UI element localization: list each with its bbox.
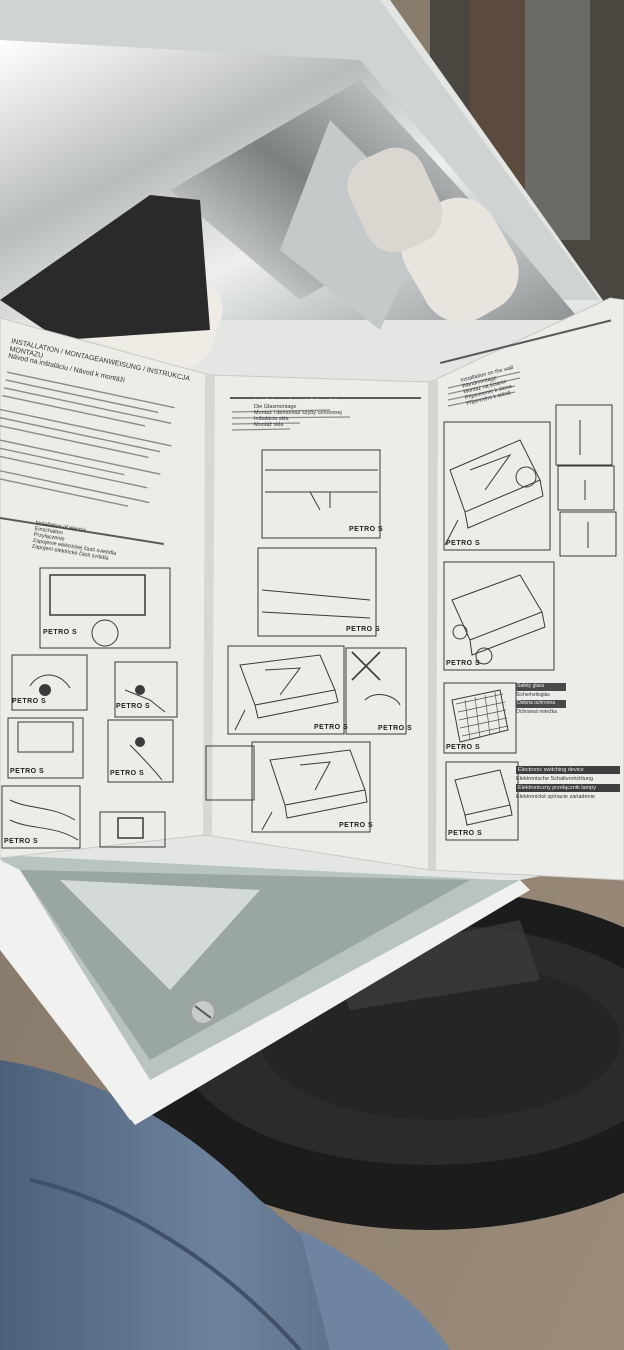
brand-stamp: PETRO S [110,770,145,777]
brand-stamp: PETRO S [43,629,78,636]
col2-section-bar [230,397,421,399]
device-label: Elektroniczny przełącznik lampy [516,784,620,793]
device-label: Elektronické spínacie zariadenie [516,794,595,801]
col2-heading-line: Montáž skla [254,422,284,429]
device-labels: Electronic switching device Elektronisch… [516,766,620,800]
safety-glass-label: Ochranná mriežka [516,708,557,715]
brand-stamp: PETRO S [10,768,45,775]
brand-stamp: PETRO S [116,703,151,710]
brand-stamp: PETRO S [12,698,47,705]
device-label: Electronic switching device [516,766,620,775]
col2-heading-line: Montaż i demontaż szyby ochronnej [254,410,342,417]
brand-stamp: PETRO S [446,660,481,667]
col2-heading-line: Die Glasmontage [254,404,297,411]
device-label: Elektronische Schaltvorrichtung [516,776,594,783]
brand-stamp: PETRO S [446,744,481,751]
safety-glass-labels: Safety glass Sicherheitsglas Osłona ochr… [516,683,566,715]
brand-stamp: PETRO S [339,822,374,829]
safety-glass-label: Safety glass [516,683,566,691]
brand-stamp: PETRO S [349,526,384,533]
brand-stamp: PETRO S [346,626,381,633]
brand-stamp: PETRO S [448,830,483,837]
col2-heading-line: Inštalácia skla [254,416,289,423]
col2-heading-title: Installation and uninstallation of glass [254,398,346,404]
brand-stamp: PETRO S [378,725,413,732]
brand-stamp: PETRO S [446,540,481,547]
brand-stamp: PETRO S [314,724,349,731]
col2-heading: Installation and uninstallation of glass… [254,398,424,428]
safety-glass-label: Osłona ochronna [516,700,566,708]
safety-glass-label: Sicherheitsglas [516,691,550,698]
brand-stamp: PETRO S [4,838,39,845]
